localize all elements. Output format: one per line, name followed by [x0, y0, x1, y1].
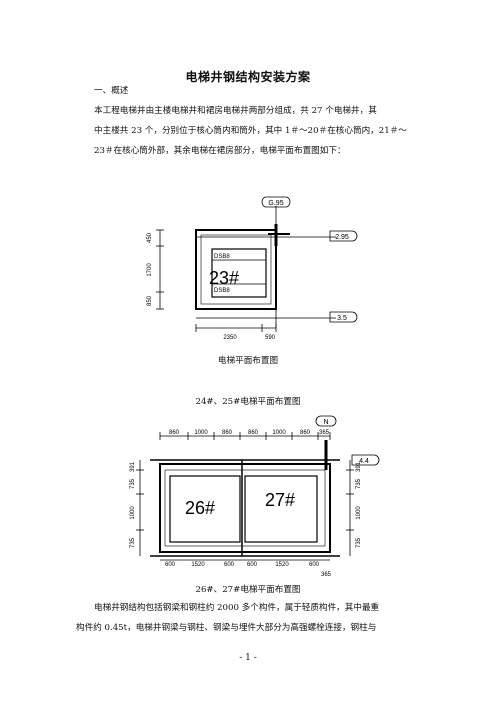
dim-top: 860	[248, 430, 259, 436]
dim-top: 860	[222, 430, 233, 436]
elevator-label-27: 27#	[265, 490, 295, 510]
figure-caption: 26#、27#电梯平面布置图	[195, 585, 301, 595]
dim-bottom: 1520	[275, 562, 289, 568]
axis-tag-295: 2.95	[335, 234, 349, 241]
dim-bottom-extra: 365	[321, 572, 332, 578]
page-number: - 1 -	[239, 653, 257, 663]
section-heading: 一、概述	[94, 86, 129, 96]
dim-left: 735	[130, 537, 136, 548]
dim-left-450: 450	[147, 232, 153, 243]
axis-tag-g95: G.95	[268, 200, 283, 207]
dim-bottom-590: 590	[265, 335, 276, 341]
dim-top: 1000	[272, 430, 286, 436]
elevator-26-27-plan-diagram: N 4.4 26# 27# 860 1000 860 860 1000 860 …	[130, 415, 380, 578]
dim-right: 735	[356, 478, 362, 489]
dim-top: 365	[319, 430, 330, 436]
paragraph-line: 本工程电梯井由主楼电梯井和裙房电梯井两部分组成，共 27 个电梯井，其	[94, 106, 377, 116]
document-title: 电梯井钢结构安装方案	[185, 70, 311, 84]
dim-left: 391	[130, 461, 136, 472]
dim-bottom: 600	[224, 562, 235, 568]
dim-left: 735	[130, 478, 136, 489]
dim-left: 1000	[130, 506, 136, 520]
dim-top: 860	[300, 430, 311, 436]
beam-label-lower: DSB8	[214, 288, 230, 294]
axis-tag-n: N	[323, 419, 328, 426]
paragraph-line: 23＃在核心筒外部，其余电梯在裙房部分，电梯平面布置图如下：	[94, 146, 346, 156]
elevator-label-23: 23#	[209, 268, 239, 288]
dim-bottom: 600	[165, 562, 176, 568]
beam-label-upper: DSB8	[214, 254, 230, 260]
elevator-23-plan-diagram: G.95 2.95 3.5 23# DSB8 DSB8 2350 590 450…	[147, 196, 358, 341]
dim-bottom: 1520	[191, 562, 205, 568]
paragraph-line: 中主楼共 23 个，分别位于核心筒内和筒外，其中 1＃～20＃在核心筒内，21＃…	[94, 126, 407, 136]
dim-bottom: 600	[247, 562, 258, 568]
dim-top: 860	[169, 430, 180, 436]
dim-left-1700: 1700	[147, 263, 153, 277]
figure-caption: 24#、25#电梯平面布置图	[195, 397, 301, 407]
dim-bottom: 600	[309, 562, 320, 568]
elevator-label-26: 26#	[185, 498, 215, 518]
dim-top: 1000	[194, 430, 208, 436]
dim-right: 391	[356, 461, 362, 472]
dim-bottom-2350: 2350	[223, 335, 237, 341]
dim-left-850: 850	[147, 295, 153, 306]
paragraph-line: 电梯井钢结构包括钢梁和钢柱约 2000 多个构件，属于轻质构件，其中最重	[94, 603, 380, 613]
axis-tag-35: 3.5	[337, 315, 347, 322]
figure-caption: 电梯平面布置图	[217, 356, 279, 366]
paragraph-line: 构件约 0.45t，电梯井钢梁与钢柱、钢梁与埋件大部分为高强螺栓连接，钢柱与	[76, 623, 377, 633]
dim-right: 735	[356, 537, 362, 548]
axis-tag-44: 4.4	[359, 458, 369, 465]
dim-right: 1000	[356, 506, 362, 520]
